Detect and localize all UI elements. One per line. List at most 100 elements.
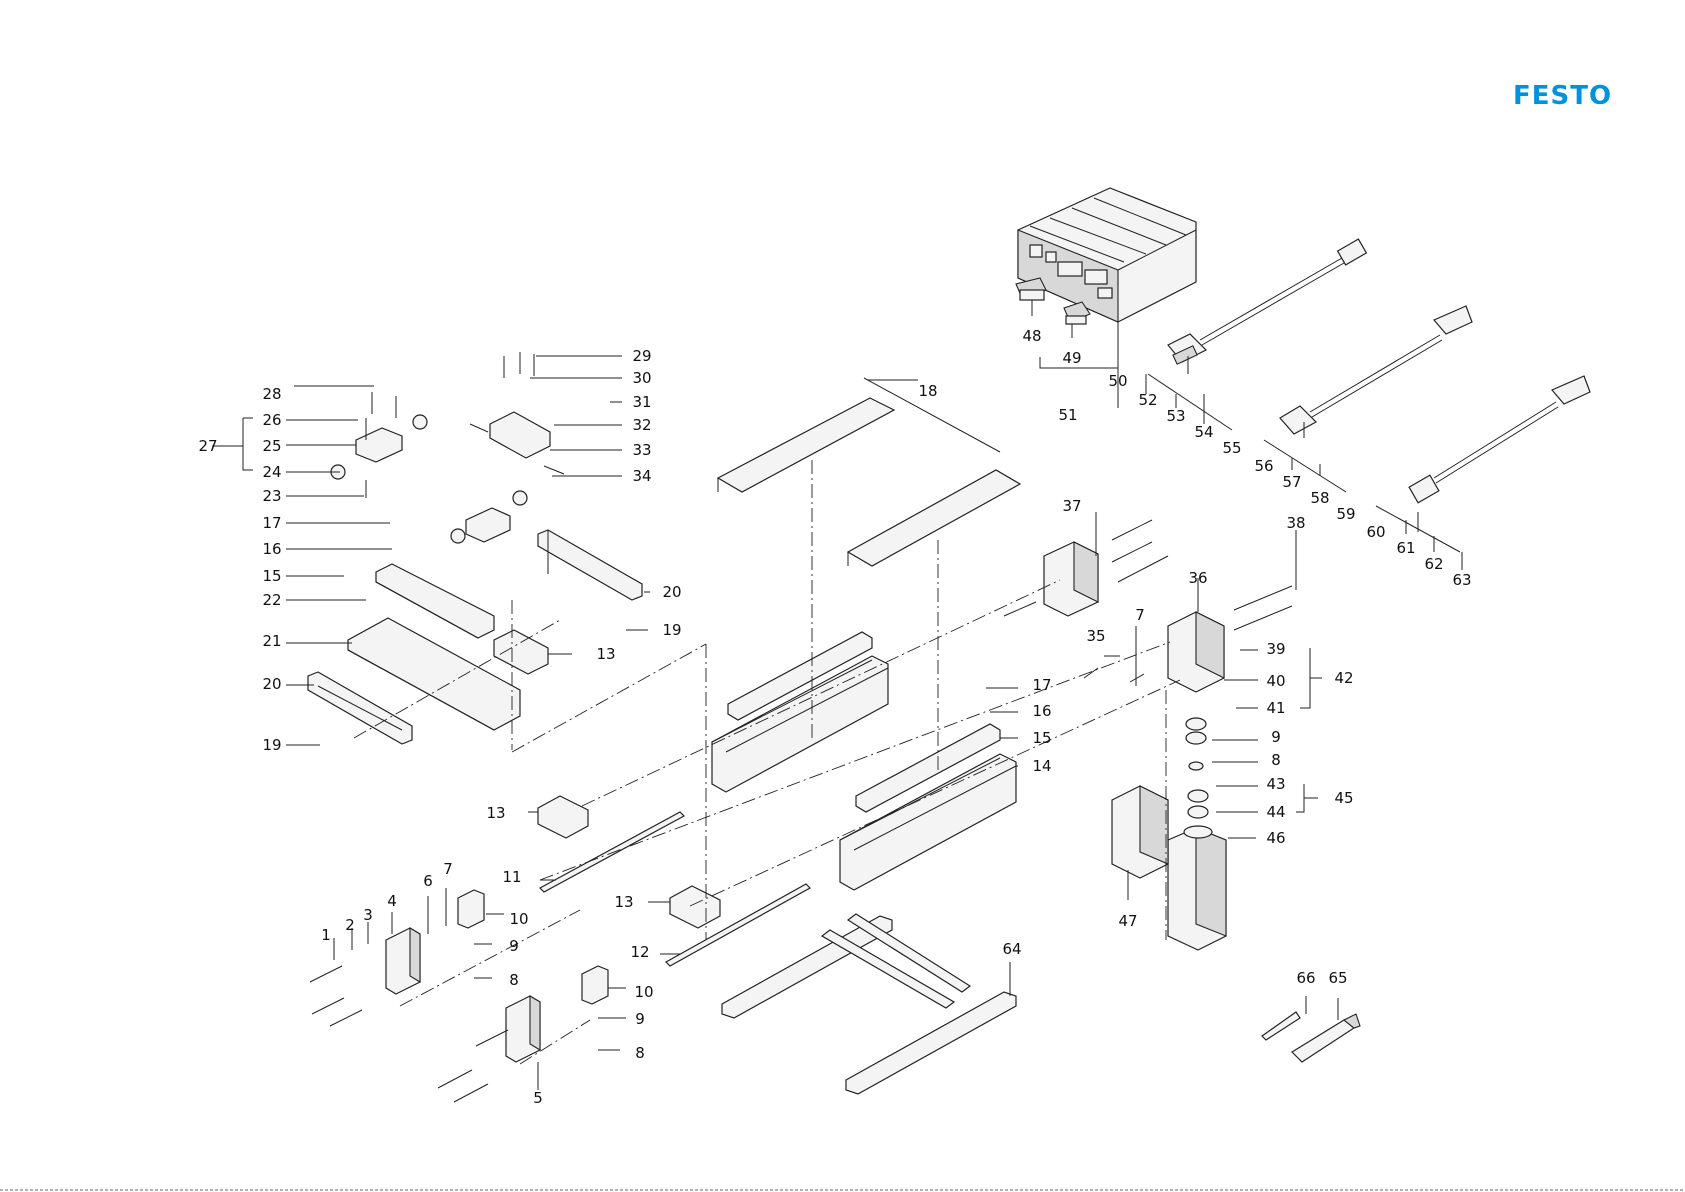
callout-57: 57 xyxy=(1282,473,1301,491)
callout-55: 55 xyxy=(1222,439,1241,457)
callout-54: 54 xyxy=(1194,423,1213,441)
cable-53 xyxy=(1168,239,1366,364)
cable-61 xyxy=(1409,376,1590,503)
callout-39: 39 xyxy=(1266,640,1285,658)
callout-4: 4 xyxy=(387,892,397,910)
callout-5: 5 xyxy=(533,1089,543,1107)
callout-20: 20 xyxy=(262,675,281,693)
callout-2: 2 xyxy=(345,916,355,934)
callout-58: 58 xyxy=(1310,489,1329,507)
callout-24: 24 xyxy=(262,463,281,481)
callout-7: 7 xyxy=(1135,606,1145,624)
callout-29: 29 xyxy=(632,347,651,365)
callout-37: 37 xyxy=(1062,497,1081,515)
callout-65: 65 xyxy=(1328,969,1347,987)
controller-unit xyxy=(1018,188,1196,322)
cable-57 xyxy=(1280,306,1472,434)
connector-48 xyxy=(1016,278,1046,300)
callout-8: 8 xyxy=(509,971,519,989)
callout-64: 64 xyxy=(1002,940,1021,958)
callout-18: 18 xyxy=(918,382,937,400)
callout-6: 6 xyxy=(423,872,433,890)
callout-49: 49 xyxy=(1062,349,1081,367)
callout-26: 26 xyxy=(262,411,281,429)
callout-12: 12 xyxy=(630,943,649,961)
callout-28: 28 xyxy=(262,385,281,403)
callout-14: 14 xyxy=(1032,757,1051,775)
callout-45: 45 xyxy=(1334,789,1353,807)
callout-52: 52 xyxy=(1138,391,1157,409)
callout-35: 35 xyxy=(1086,627,1105,645)
festo-logo: FESTO xyxy=(1513,81,1612,111)
callout-59: 59 xyxy=(1336,505,1355,523)
callout-25: 25 xyxy=(262,437,281,455)
callout-47: 47 xyxy=(1118,912,1137,930)
callout-11: 11 xyxy=(502,868,521,886)
callout-13: 13 xyxy=(614,893,633,911)
callout-38: 38 xyxy=(1286,514,1305,532)
callout-66: 66 xyxy=(1296,969,1315,987)
clamp-10-upper xyxy=(458,890,484,928)
motor-47 xyxy=(1112,786,1168,878)
motor-46 xyxy=(1168,826,1226,950)
callout-42: 42 xyxy=(1334,669,1353,687)
swivel-bracket-25 xyxy=(331,415,427,479)
callout-63: 63 xyxy=(1452,571,1471,589)
callout-16: 16 xyxy=(262,540,281,558)
guide-block-13-low xyxy=(670,886,720,928)
callout-34: 34 xyxy=(632,467,651,485)
callout-8: 8 xyxy=(1271,751,1281,769)
guide-block-13-mid xyxy=(538,796,588,838)
callout-21: 21 xyxy=(262,632,281,650)
callout-51: 51 xyxy=(1058,406,1077,424)
callout-22: 22 xyxy=(262,591,281,609)
callout-13: 13 xyxy=(486,804,505,822)
tool-66 xyxy=(1262,1012,1300,1040)
callout-19: 19 xyxy=(262,736,281,754)
callout-19: 19 xyxy=(662,621,681,639)
callout-46: 46 xyxy=(1266,829,1285,847)
callout-10: 10 xyxy=(634,983,653,1001)
callout-9: 9 xyxy=(1271,728,1281,746)
housing-5 xyxy=(506,996,540,1062)
callout-13: 13 xyxy=(596,645,615,663)
lubricant-tube-65 xyxy=(1292,1014,1360,1062)
angle-profile-20-upper xyxy=(538,530,642,600)
coupling-stack xyxy=(1186,718,1208,818)
callout-53: 53 xyxy=(1166,407,1185,425)
callout-9: 9 xyxy=(635,1010,645,1028)
callout-62: 62 xyxy=(1424,555,1443,573)
callout-61: 61 xyxy=(1396,539,1415,557)
callout-27: 27 xyxy=(198,437,217,455)
callout-10: 10 xyxy=(509,910,528,928)
callout-60: 60 xyxy=(1366,523,1385,541)
callout-40: 40 xyxy=(1266,672,1285,690)
callout-32: 32 xyxy=(632,416,651,434)
callout-44: 44 xyxy=(1266,803,1285,821)
callout-16: 16 xyxy=(1032,702,1051,720)
callout-43: 43 xyxy=(1266,775,1285,793)
callout-7: 7 xyxy=(443,860,453,878)
frame-64 xyxy=(722,914,1016,1094)
callout-48: 48 xyxy=(1022,327,1041,345)
callout-41: 41 xyxy=(1266,699,1285,717)
callout-3: 3 xyxy=(363,906,373,924)
callout-23: 23 xyxy=(262,487,281,505)
callout-33: 33 xyxy=(632,441,651,459)
clamp-10-lower xyxy=(582,966,608,1004)
swivel-bracket-lower xyxy=(451,491,527,543)
angle-profile-20-lower xyxy=(308,672,412,744)
housing-36 xyxy=(1168,612,1224,692)
callout-8: 8 xyxy=(635,1044,645,1062)
callout-17: 17 xyxy=(1032,676,1051,694)
callout-30: 30 xyxy=(632,369,651,387)
callout-17: 17 xyxy=(262,514,281,532)
callout-1: 1 xyxy=(321,926,331,944)
callout-20: 20 xyxy=(662,583,681,601)
callout-15: 15 xyxy=(262,567,281,585)
callout-56: 56 xyxy=(1254,457,1273,475)
cover-18-left xyxy=(718,398,894,492)
housing-4 xyxy=(386,928,420,994)
guide-block-13-upper xyxy=(494,630,548,674)
